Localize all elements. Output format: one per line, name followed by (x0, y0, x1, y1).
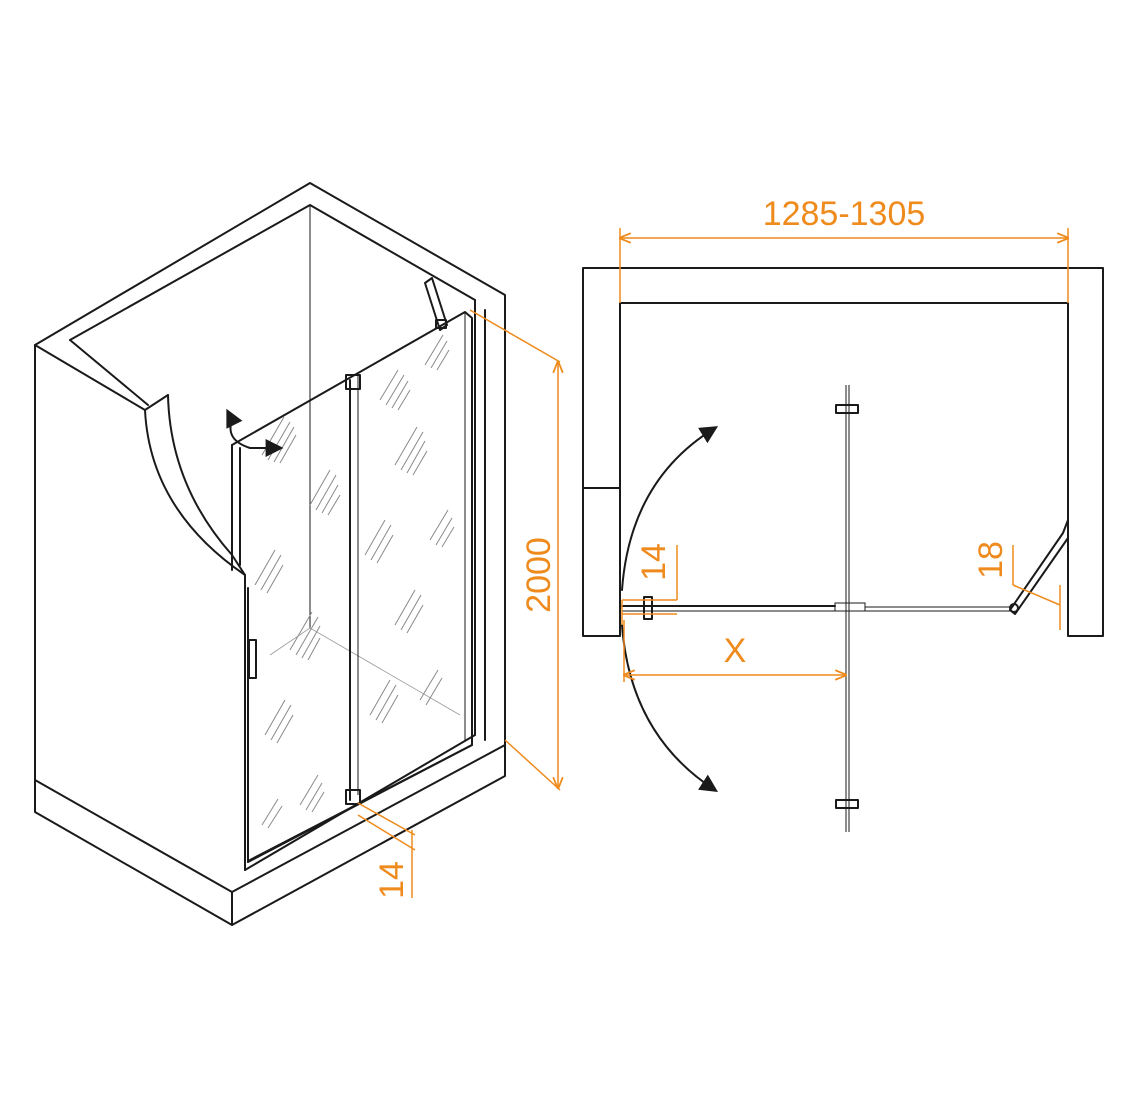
top-hinge (345, 374, 361, 390)
height-label: 2000 (520, 537, 558, 613)
width-dimension: 1285-1305 (620, 195, 1068, 303)
glass-texture (254, 334, 455, 829)
glass-door-panel (231, 277, 473, 863)
left-gap-label: 14 (635, 543, 673, 581)
right-gap-dimension: 18 (972, 541, 1061, 630)
plan-view: 1285-1305 14 18 X (582, 195, 1104, 832)
door-handle (248, 639, 257, 679)
curved-left-wall (144, 394, 246, 871)
plan-support-strut (1009, 519, 1069, 615)
plan-swing-arcs (621, 426, 719, 792)
x-dimension: X (624, 620, 846, 682)
x-label: X (724, 632, 747, 670)
right-wall (474, 299, 506, 746)
enclosure-top-rim (34, 182, 506, 781)
door-swing-indicator (226, 408, 284, 457)
shower-base (34, 627, 506, 926)
isometric-view: 2000 14 (34, 182, 560, 926)
plan-door (621, 385, 1069, 832)
bottom-gap-dimension: 14 (357, 802, 416, 899)
bottom-gap-label: 14 (373, 861, 411, 899)
right-gap-label: 18 (972, 541, 1010, 579)
width-label: 1285-1305 (763, 195, 926, 233)
bottom-hinge (345, 789, 361, 805)
plan-handle (643, 596, 653, 620)
support-bracket (435, 319, 447, 329)
left-gap-dimension: 14 (621, 543, 678, 625)
height-dimension: 2000 (469, 309, 560, 791)
